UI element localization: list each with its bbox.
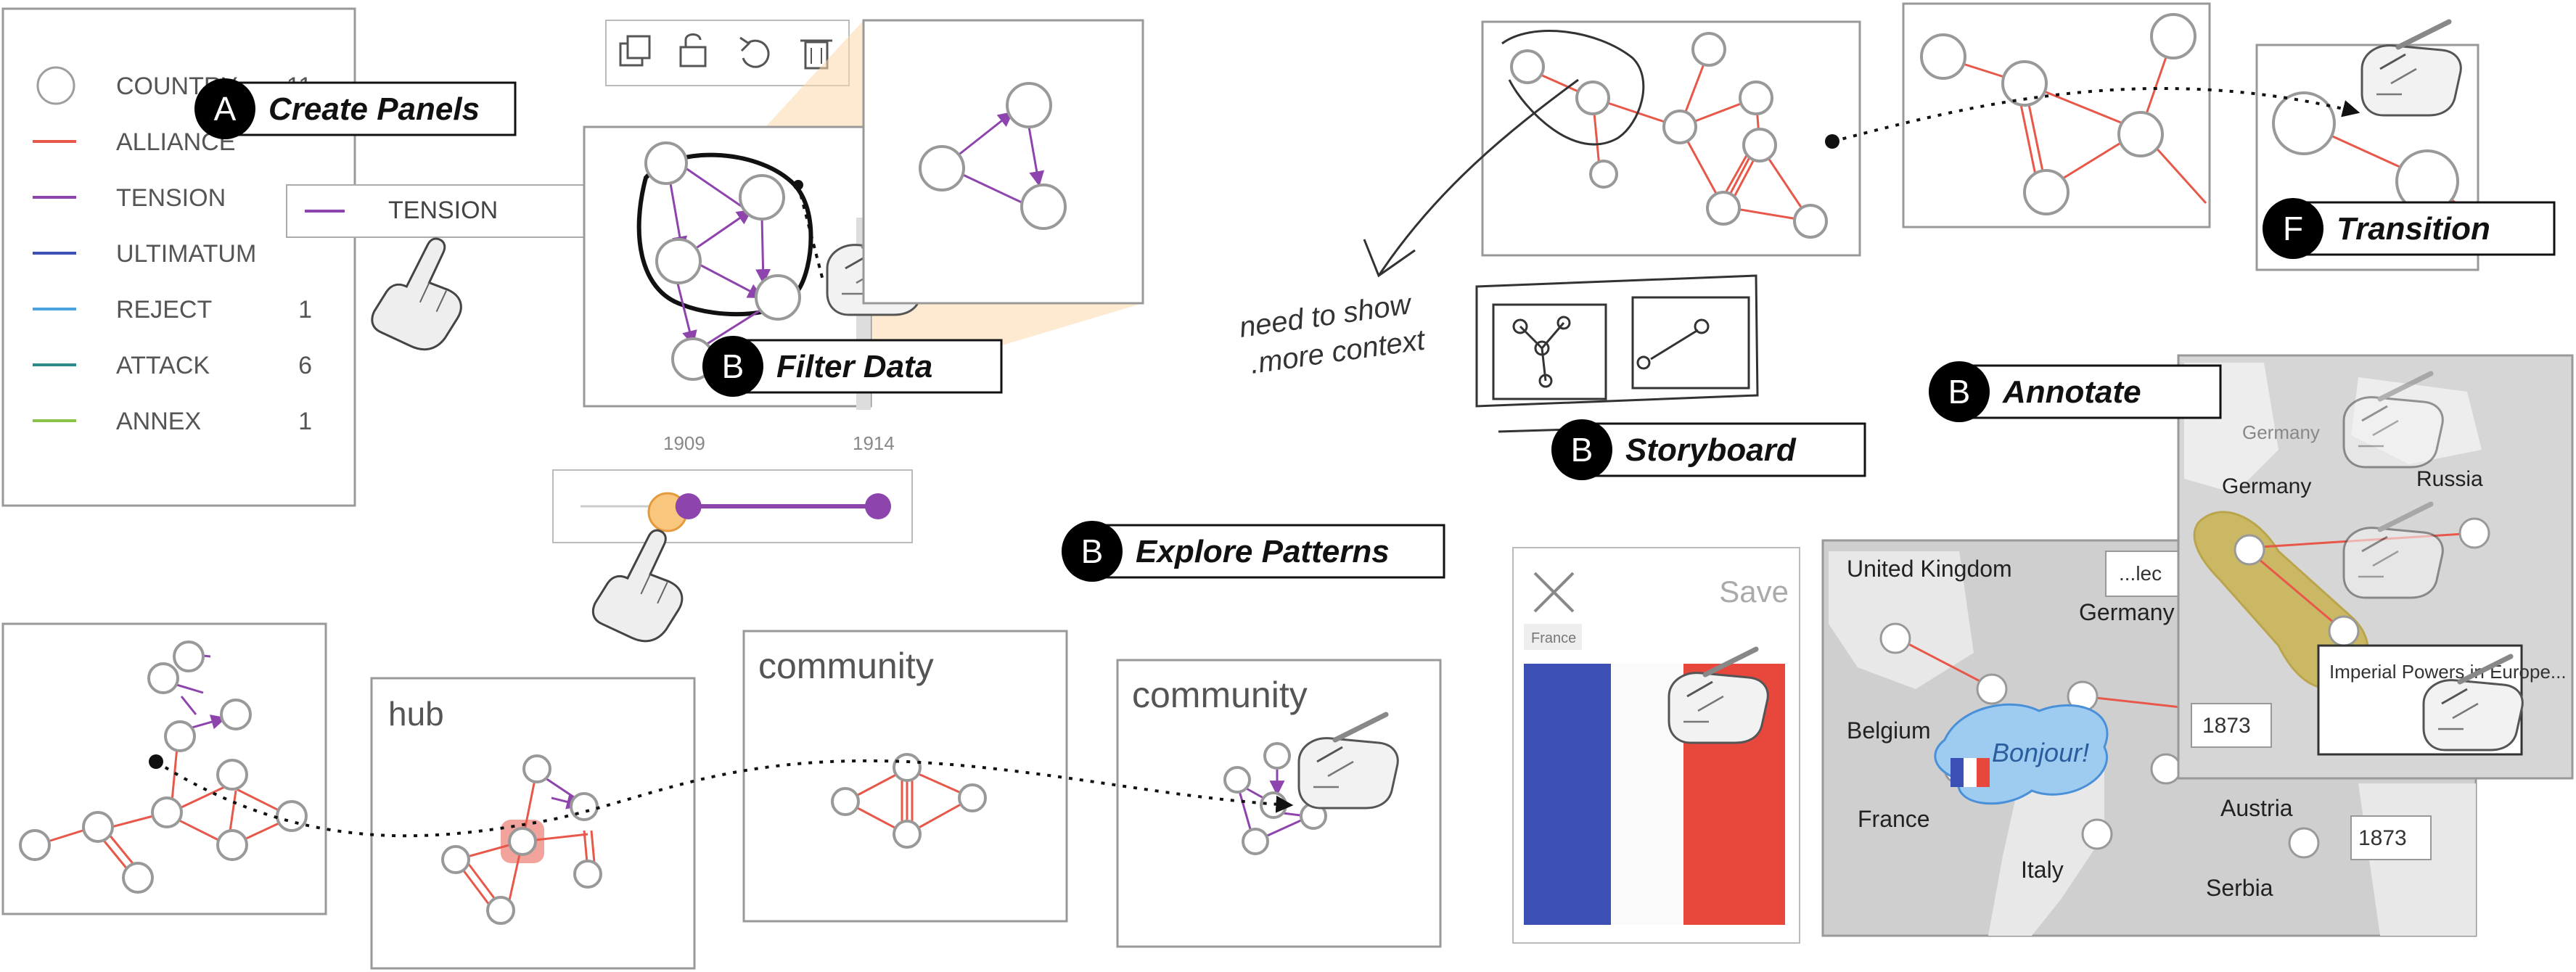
legend-row-attack[interactable]: ATTACK 6 — [33, 352, 312, 379]
pattern-panel-community-1: community — [742, 630, 1068, 923]
legend-label: TENSION — [116, 184, 226, 212]
panel-toolbar — [605, 20, 850, 86]
annotate-year: 1873 — [2202, 714, 2251, 738]
map-year: 1873 — [2358, 826, 2407, 850]
popup-label: TENSION — [388, 197, 498, 224]
lock-icon[interactable] — [679, 33, 707, 67]
badge-letter: B — [1571, 431, 1593, 469]
transition-panel-1 — [1902, 2, 2211, 228]
badge-label: Filter Data — [776, 349, 932, 384]
map-bubble: Bonjour! — [1992, 738, 2089, 767]
badge-letter: B — [1081, 532, 1104, 570]
badge-explore-patterns: B Explore Patterns — [1062, 521, 1445, 582]
legend-count: 1 — [298, 296, 312, 324]
legend-popup-tension[interactable]: TENSION 8 — [286, 184, 621, 238]
badge-letter: F — [2283, 210, 2303, 247]
badge-label: Storyboard — [1625, 432, 1797, 468]
badge-storyboard: B Storyboard — [1551, 419, 1866, 480]
pattern-path — [155, 759, 1294, 838]
legend-row-ultimatum[interactable]: ULTIMATUM — [33, 240, 256, 268]
undo-icon[interactable] — [739, 36, 770, 68]
legend-count: 1 — [298, 408, 312, 435]
storyboard-panel — [1363, 20, 1861, 278]
badge-letter: B — [722, 347, 745, 385]
legend-swatch — [36, 66, 75, 105]
flag-tag: France — [1531, 630, 1576, 646]
badge-letter: A — [214, 90, 237, 128]
annotate-ghost-label: Germany — [2242, 421, 2320, 443]
badge-label: Annotate — [2002, 374, 2141, 410]
annotate-note: Imperial Powers in Europe... — [2329, 661, 2567, 683]
legend-label: REJECT — [116, 296, 212, 324]
badge-create-panels: A Create Panels — [194, 78, 517, 139]
legend-count: 6 — [298, 352, 312, 379]
map-label-germany: Germany — [2079, 599, 2175, 625]
hub-title: hub — [388, 695, 444, 733]
map-label-austria: Austria — [2220, 795, 2293, 821]
badge-filter-data: B Filter Data — [702, 336, 1003, 397]
map-label-belgium: Belgium — [1847, 717, 1931, 744]
badge-letter: B — [1948, 373, 1971, 411]
map-note: ...lec — [2119, 562, 2162, 585]
save-button[interactable]: Save — [1719, 574, 1789, 609]
annotate-label-germany: Germany — [2222, 474, 2311, 498]
badge-label: Create Panels — [268, 91, 480, 127]
map-label-france: France — [1858, 806, 1930, 832]
badge-label: Transition — [2337, 211, 2490, 247]
duplicate-icon[interactable] — [619, 35, 651, 67]
annotate-label-russia: Russia — [2416, 467, 2483, 491]
zoomed-panel — [862, 19, 1144, 305]
badge-label: Explore Patterns — [1136, 534, 1390, 569]
slider-handle-end[interactable] — [865, 493, 891, 519]
flag-panel: Save France — [1512, 547, 1800, 944]
legend-row-reject[interactable]: REJECT 1 — [33, 296, 312, 324]
pattern-panel-source — [1, 622, 327, 915]
badge-annotate: B Annotate — [1929, 361, 2222, 422]
slider-end-label: 1914 — [853, 432, 895, 454]
legend-row-tension[interactable]: TENSION — [33, 184, 226, 212]
pattern-panel-community-2: community — [1116, 659, 1442, 948]
tap-hand-icon — [366, 226, 486, 361]
map-label-italy: Italy — [2021, 857, 2064, 883]
map-label-uk: United Kingdom — [1847, 556, 2012, 582]
slider-start-label: 1909 — [663, 432, 705, 454]
map-label-serbia: Serbia — [2206, 875, 2273, 901]
community-title-2: community — [1132, 675, 1308, 715]
drawing-hand-icon-3 — [2362, 22, 2461, 115]
legend-label: ATTACK — [116, 352, 210, 379]
legend-row-annex[interactable]: ANNEX 1 — [33, 408, 312, 435]
legend-label: ANNEX — [116, 408, 201, 435]
trash-icon[interactable] — [800, 39, 832, 70]
badge-transition: F Transition — [2263, 198, 2556, 259]
community-title-1: community — [758, 646, 934, 686]
close-icon[interactable] — [1533, 572, 1575, 613]
slider-handle-start[interactable] — [675, 493, 702, 519]
time-slider[interactable]: 1909 1914 — [552, 432, 913, 543]
legend-label: ULTIMATUM — [116, 240, 256, 268]
storyboard-sketch — [1475, 274, 1759, 433]
